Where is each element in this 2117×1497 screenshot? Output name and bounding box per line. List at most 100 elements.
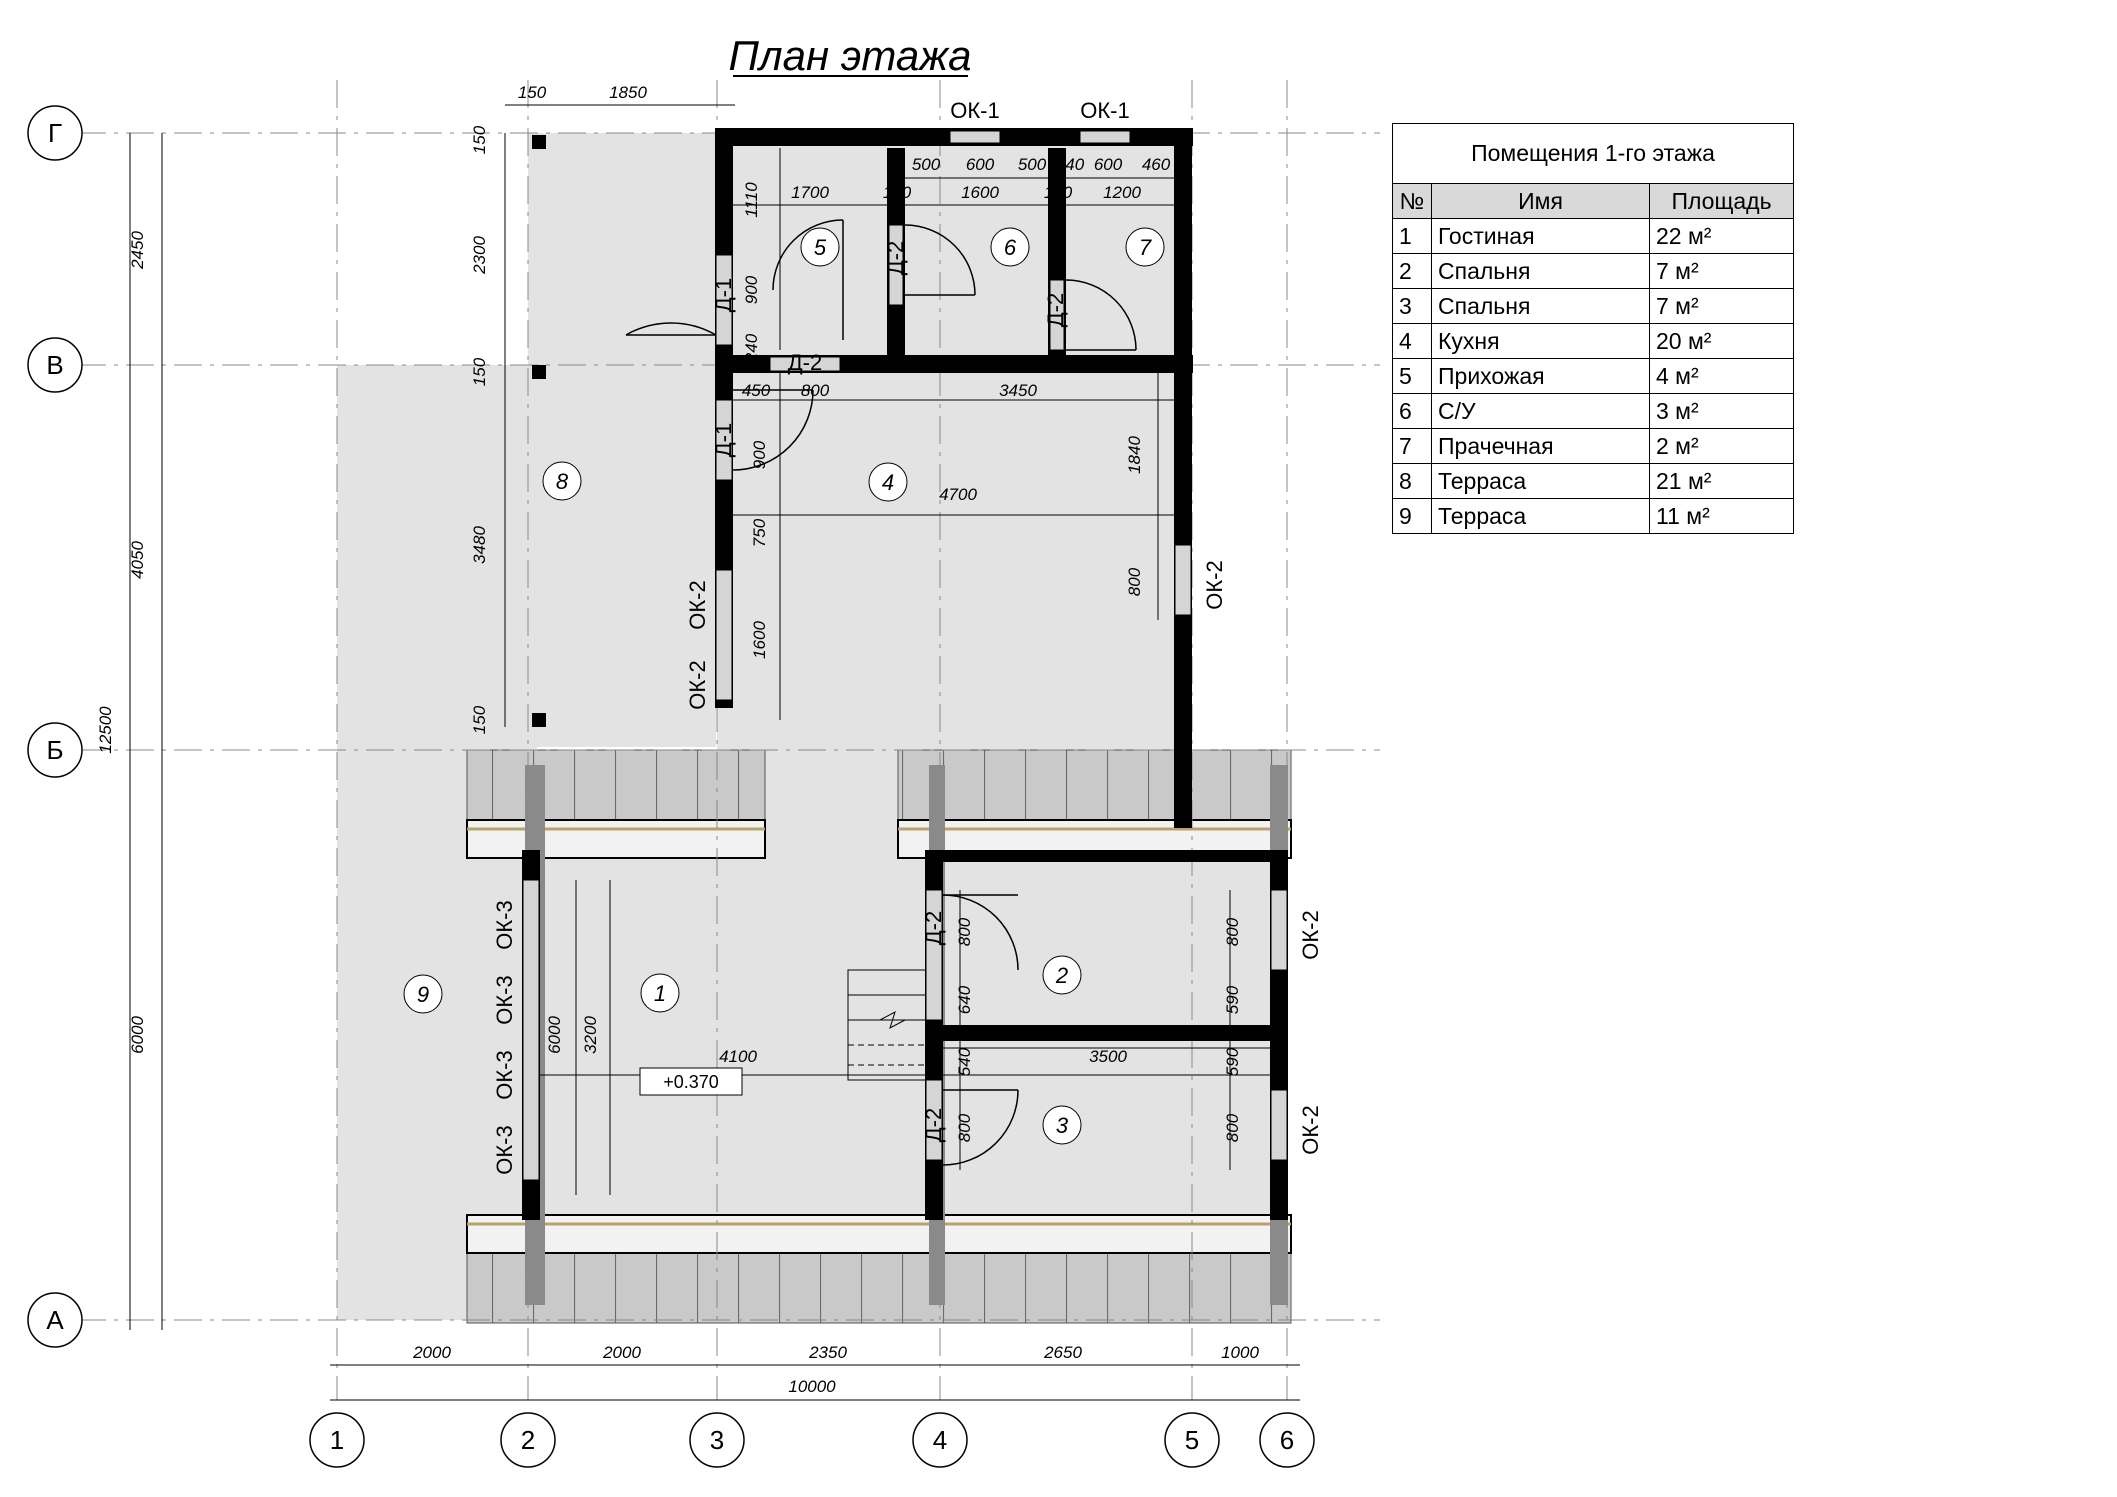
- door-label: Д-1: [711, 278, 736, 312]
- dim-misc: 240: [742, 333, 761, 363]
- room-name: Спальня: [1431, 253, 1650, 289]
- upper-interior: [717, 133, 1192, 833]
- dim-left-2: 4050: [128, 541, 147, 579]
- room-no: 5: [1392, 358, 1432, 394]
- room-no: 4: [1392, 323, 1432, 359]
- dim-misc: 3200: [581, 1016, 600, 1054]
- room-name: Гостиная: [1431, 218, 1650, 254]
- dim-top-row: 500: [1018, 155, 1047, 174]
- door-swings: [625, 219, 1137, 1166]
- room-area: 2 м²: [1649, 428, 1794, 464]
- room-number: 1: [654, 981, 666, 1006]
- dim-misc: 3500: [1089, 1047, 1127, 1066]
- room-area: 7 м²: [1649, 288, 1794, 324]
- dim-misc: 900: [742, 275, 761, 304]
- door-label: Д-2: [1043, 293, 1068, 327]
- beam-bottom: [466, 1214, 1292, 1254]
- dim-top-row2: 1600: [961, 183, 999, 202]
- dim-misc: 540: [955, 1047, 974, 1076]
- room-area: 4 м²: [1649, 358, 1794, 394]
- stair: [847, 969, 927, 1081]
- dim-misc: 800: [801, 381, 830, 400]
- room-area: 11 м²: [1649, 498, 1794, 534]
- rooms-table-header: Имя: [1431, 183, 1650, 219]
- door-label: Д-2: [788, 350, 822, 375]
- room-number-texts: 1 2 3 4 5 6 7 8 9: [417, 235, 1152, 1138]
- window-label: ОК-2: [1202, 560, 1227, 610]
- room-number: 2: [1055, 963, 1068, 988]
- room-area: 20 м²: [1649, 323, 1794, 359]
- window-label: ОК-1: [1080, 98, 1130, 123]
- room-no: 2: [1392, 253, 1432, 289]
- door-label: Д-1: [711, 423, 736, 457]
- dim-terrace-top-1: 150: [518, 83, 547, 102]
- window-label: ОК-3: [492, 900, 517, 950]
- window-label: ОК-2: [1298, 910, 1323, 960]
- room-number: 5: [814, 235, 827, 260]
- dim-bottom-5: 1000: [1221, 1343, 1259, 1362]
- dim-bottom-2: 2000: [602, 1343, 641, 1362]
- room-no: 3: [1392, 288, 1432, 324]
- dim-top-row2: 1700: [791, 183, 829, 202]
- room-name: Спальня: [1431, 288, 1650, 324]
- dim-top-row: 600: [966, 155, 995, 174]
- axis-col-label: 2: [521, 1425, 535, 1455]
- dim-left-3: 6000: [128, 1016, 147, 1054]
- window-label: ОК-3: [492, 1050, 517, 1100]
- dim-misc: 800: [955, 917, 974, 946]
- dim-top-row: 600: [1094, 155, 1123, 174]
- dimension-lines: [129, 104, 1300, 1401]
- dim-misc: 1840: [1125, 436, 1144, 474]
- dim-misc: 800: [1125, 567, 1144, 596]
- rooms-table-caption: Помещения 1-го этажа: [1392, 123, 1794, 184]
- dim-misc: 590: [1223, 985, 1242, 1014]
- axis-labels: Г В Б А 1 2 3 4 5 6: [46, 118, 1294, 1455]
- window-label: ОК-2: [685, 580, 710, 630]
- room-area: 7 м²: [1649, 253, 1794, 289]
- door-label: Д-2: [921, 911, 946, 945]
- axis-row-label: А: [46, 1305, 64, 1335]
- dim-misc: 3450: [999, 381, 1037, 400]
- dim-misc: 800: [1223, 1113, 1242, 1142]
- window-label: ОК-2: [1298, 1105, 1323, 1155]
- dim-left-1: 2450: [128, 231, 147, 270]
- rooms-table-header: №: [1392, 183, 1432, 219]
- room-number: 8: [556, 469, 569, 494]
- axis-col-label: 1: [330, 1425, 344, 1455]
- column-post: [532, 365, 546, 379]
- axis-col-label: 5: [1185, 1425, 1199, 1455]
- axis-row-label: Г: [48, 118, 62, 148]
- dim-terrace-left-5: 150: [470, 705, 489, 734]
- dim-top-row: 460: [1142, 155, 1171, 174]
- dim-bottom-3: 2350: [808, 1343, 847, 1362]
- room-name: Кухня: [1431, 323, 1650, 359]
- dim-left-total: 12500: [96, 706, 115, 754]
- level-mark: +0.370: [663, 1072, 719, 1092]
- dim-bottom-total: 10000: [788, 1377, 836, 1396]
- room-name: Прихожая: [1431, 358, 1650, 394]
- dim-misc: 4700: [939, 485, 977, 504]
- room-no: 7: [1392, 428, 1432, 464]
- dim-misc: 590: [1223, 1047, 1242, 1076]
- axis-col-label: 4: [933, 1425, 947, 1455]
- room-name: С/У: [1431, 393, 1650, 429]
- window-label: ОК-3: [492, 1125, 517, 1175]
- level-mark-box: [639, 1067, 743, 1096]
- dim-top-row2: 1200: [1103, 183, 1141, 202]
- dim-misc: 640: [955, 985, 974, 1014]
- room-numbers: [403, 227, 1165, 1145]
- dim-misc: 800: [1223, 917, 1242, 946]
- room-no: 6: [1392, 393, 1432, 429]
- axis-bubbles: [27, 105, 1315, 1468]
- dim-misc: 6000: [545, 1016, 564, 1054]
- room-number: 6: [1004, 235, 1017, 260]
